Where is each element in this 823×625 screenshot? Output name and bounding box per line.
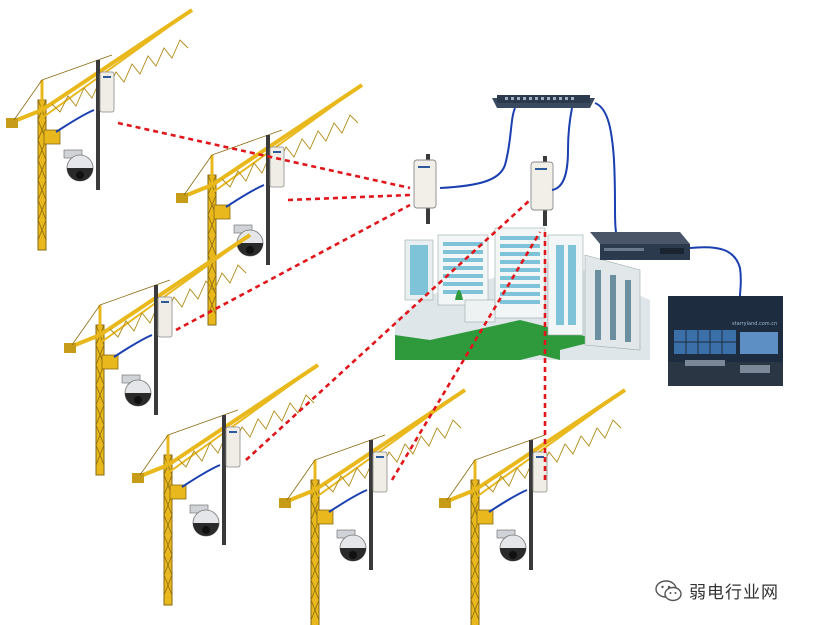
building-ap-right — [530, 155, 554, 227]
building-ap-left — [413, 153, 437, 225]
wireless-crane-4 — [245, 199, 531, 461]
cable-switch-to-nvr — [594, 102, 617, 233]
watermark: 弱电行业网 — [655, 578, 779, 603]
cable-links — [439, 102, 742, 297]
wireless-crane-2 — [287, 193, 411, 202]
crane-6 — [437, 388, 627, 625]
cable-ap-right-to-switch — [551, 107, 573, 191]
wireless-crane-5 — [390, 231, 542, 481]
network-switch — [492, 95, 595, 108]
wechat-icon — [655, 579, 682, 601]
monitor-caption: starryland.com.cn — [732, 321, 777, 327]
cable-ap-left-to-switch — [439, 107, 516, 189]
building-complex — [395, 227, 650, 360]
crane-1 — [4, 8, 194, 252]
monitoring-room — [668, 296, 783, 386]
crane-5 — [277, 388, 467, 625]
nvr-recorder — [590, 232, 690, 260]
cable-nvr-to-monitor — [689, 246, 742, 297]
wireless-crane-1 — [117, 121, 411, 190]
crane-2 — [174, 83, 364, 327]
watermark-text: 弱电行业网 — [689, 583, 779, 603]
wireless-links — [117, 121, 547, 481]
crane-4 — [130, 363, 320, 607]
